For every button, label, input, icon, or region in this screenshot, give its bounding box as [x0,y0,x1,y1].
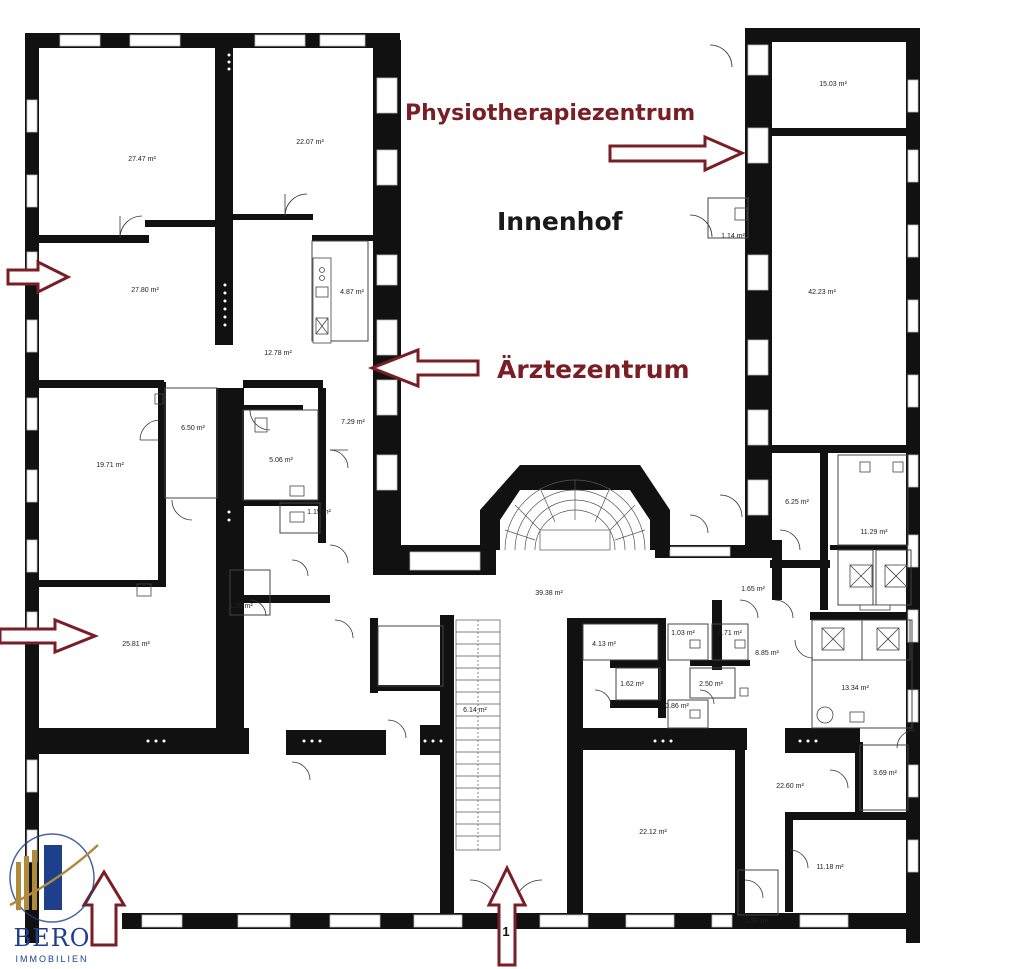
room-area: 22.60 m² [776,783,804,790]
room-area: 6.14 m² [463,707,487,714]
entrance-number: 1 [502,924,509,939]
room-area: 25.81 m² [122,641,150,648]
company-logo: BERO IMMOBILIEN [9,833,99,964]
room-area: 0.86 m² [665,703,689,710]
room-area: 1.57 m² [745,918,769,925]
room-area: 1.15 m² [307,509,331,516]
room-area: 1.14 m² [721,233,745,240]
room-area: 6.50 m² [181,425,205,432]
stairs-curved [480,465,670,551]
arrow-left-upper-icon [6,259,72,295]
room-area: 1.62 m² [620,681,644,688]
arrow-doctors-icon [367,347,480,389]
arrow-left-lower-icon [0,617,100,655]
room-area: 12.78 m² [264,350,292,357]
room-area: 1.35 m² [229,603,253,610]
room-area: 2.50 m² [699,681,723,688]
annotation-arrows [0,134,746,967]
arrow-physio-icon [608,134,746,173]
room-area: 27.47 m² [128,156,156,163]
room-area: 42.23 m² [808,289,836,296]
room-area: 13.34 m² [841,685,869,692]
room-area: 3.69 m² [873,770,897,777]
room-area: 5.06 m² [269,457,293,464]
walls [25,28,920,943]
logo-tagline: IMMOBILIEN [15,954,88,964]
stairs-straight [455,619,501,851]
room-area: 39.38 m² [535,590,563,597]
room-area: 27.80 m² [131,287,159,294]
partitions [164,197,913,916]
bathroom-fixtures [136,207,908,724]
room-area: 1.03 m² [671,630,695,637]
room-area: 15.03 m² [819,81,847,88]
courtyard-label: Innenhof [497,207,624,236]
logo-name: BERO [14,924,91,952]
arrow-bottom-left-icon [81,869,127,947]
room-area: 4.13 m² [592,641,616,648]
doctors-label: Ärztezentrum [497,354,690,384]
room-area: 4.87 m² [340,289,364,296]
wall-dots [146,53,818,743]
room-area: 6.25 m² [785,499,809,506]
room-area: 1.65 m² [741,586,765,593]
room-area-labels: 27.47 m² 22.07 m² 15.03 m² 1.14 m² 27.80… [96,81,897,925]
physio-label: Physiotherapiezentrum [405,101,695,126]
arrow-bottom-right-icon [486,864,528,967]
room-area: 7.29 m² [341,419,365,426]
room-area: 19.71 m² [96,462,124,469]
room-area: 0.71 m² [718,630,742,637]
room-area: 22.12 m² [639,829,667,836]
kitchen-counter [312,257,332,344]
room-area: 22.07 m² [296,139,324,146]
room-area: 8.85 m² [755,650,779,657]
room-area: 11.18 m² [816,864,844,871]
room-area: 11.29 m² [860,529,888,536]
